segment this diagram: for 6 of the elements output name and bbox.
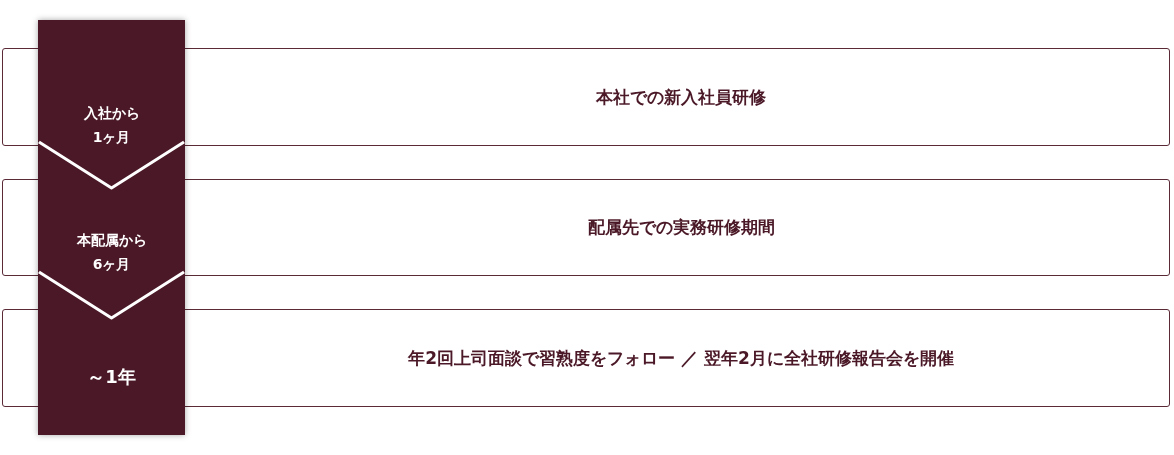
step-text: 年2回上司面談で習熟度をフォロー ／ 翌年2月に全社研修報告会を開催 [408,346,954,370]
step-text: 配属先での実務研修期間 [587,216,775,239]
step-text: 本社での新入社員研修 [596,85,766,109]
period-label: 入社から1ヶ月 [82,104,141,147]
period-label: ～1年 [86,365,137,389]
period-label: 本配属から6ヶ月 [75,231,148,274]
